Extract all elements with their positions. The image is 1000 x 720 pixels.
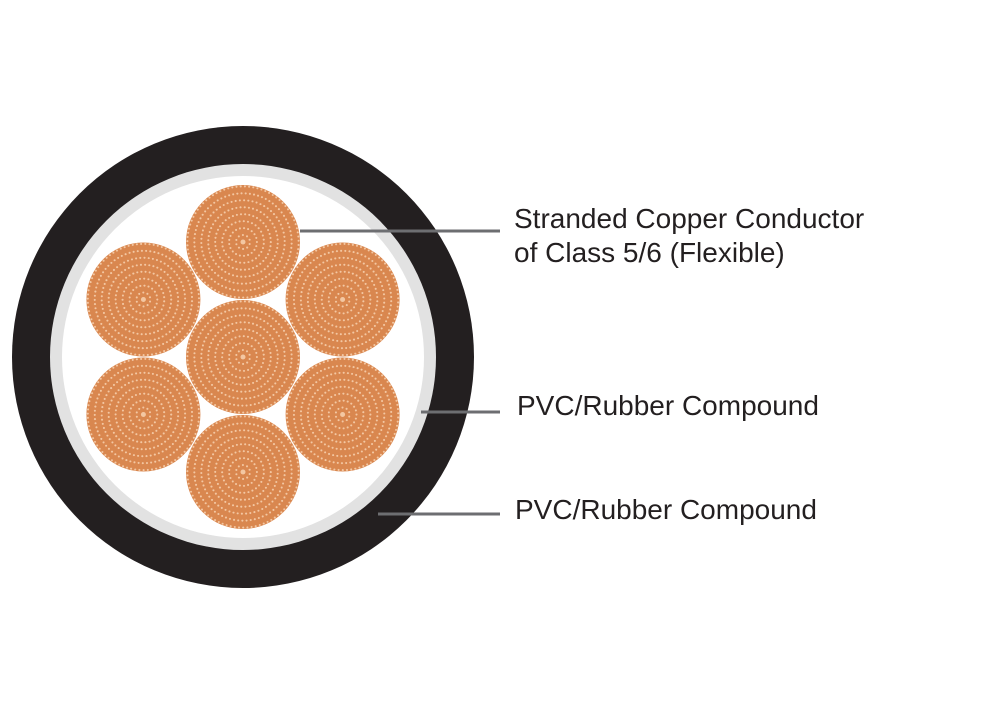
conductor-group [86, 185, 400, 529]
sheath-label: PVC/Rubber Compound [515, 494, 817, 525]
insulation-label: PVC/Rubber Compound [517, 390, 819, 421]
copper-conductor [285, 357, 400, 472]
copper-conductor [285, 242, 400, 357]
copper-conductor [86, 242, 201, 357]
copper-conductor [186, 415, 300, 529]
conductor-label-line1: Stranded Copper Conductor [514, 203, 865, 234]
conductor-label: Stranded Copper Conductor of Class 5/6 (… [514, 202, 864, 270]
copper-conductor [186, 185, 300, 299]
copper-conductor [186, 300, 300, 414]
copper-conductor [86, 357, 201, 472]
conductor-label-line2: of Class 5/6 (Flexible) [514, 237, 785, 268]
